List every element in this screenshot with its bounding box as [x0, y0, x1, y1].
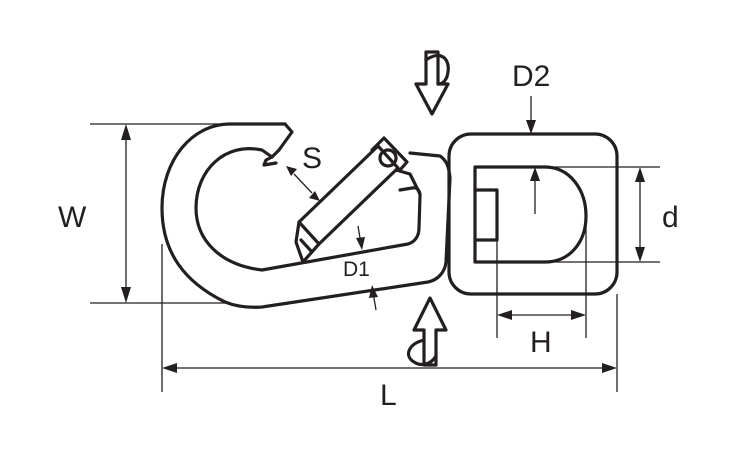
hook-nose-notch — [262, 155, 278, 167]
gate-tip-line — [299, 238, 314, 254]
eye-outer-outline — [447, 132, 619, 296]
dim-S-arrow-top — [286, 166, 297, 176]
dim-L-arrow-right — [602, 363, 617, 373]
gate-hinge-plate — [394, 168, 422, 196]
dim-W-arrow-bottom — [121, 287, 131, 303]
label-D2: D2 — [512, 60, 550, 93]
label-L: L — [380, 379, 397, 412]
rotation-arrow-bottom — [406, 296, 448, 367]
dim-S-arrow-bottom — [309, 191, 320, 201]
dim-D2-arrow — [526, 120, 536, 134]
hook-nose — [270, 122, 294, 159]
dim-S-line — [293, 173, 313, 194]
dimension-D2: D2 — [512, 60, 550, 134]
label-D1: D1 — [343, 258, 370, 281]
eye-inner-outline — [473, 165, 588, 264]
dimension-L: L — [161, 244, 618, 412]
rotation-arrow-bottom-twist — [406, 338, 438, 367]
eye-opening-indicator — [530, 167, 540, 214]
dimension-D1: D1 — [343, 225, 378, 311]
label-S: S — [302, 142, 322, 175]
rotation-arrow-top-twist — [424, 54, 450, 86]
rotation-arrow-top — [414, 50, 450, 116]
gate-pivot-housing — [370, 136, 409, 172]
dimension-W: W — [58, 123, 225, 304]
eye-opening-arrow — [530, 167, 540, 181]
dim-H-arrow-left — [497, 310, 512, 320]
dimension-S: S — [286, 142, 322, 201]
eye-barrel — [473, 188, 499, 242]
dim-D1-arrow-bottom — [369, 285, 378, 298]
dim-W-arrow-top — [121, 124, 131, 140]
dim-L-arrow-left — [162, 363, 177, 373]
spring-gate — [294, 136, 422, 264]
dim-d-arrow-top — [635, 167, 645, 182]
dimension-H: H — [496, 216, 587, 359]
rotation-arrow-bottom-shaft — [412, 296, 448, 367]
dimension-d: d — [545, 166, 679, 263]
dim-D1-arrow-top — [356, 237, 365, 250]
label-d: d — [662, 201, 679, 234]
label-H: H — [530, 326, 552, 359]
rotation-arrow-top-shaft — [414, 50, 450, 116]
gate-bar — [297, 144, 400, 246]
dim-d-arrow-bottom — [635, 247, 645, 262]
swivel-eye — [447, 132, 619, 296]
dim-H-arrow-right — [571, 310, 586, 320]
label-W: W — [58, 201, 87, 234]
gate-pivot-pin — [378, 148, 398, 168]
